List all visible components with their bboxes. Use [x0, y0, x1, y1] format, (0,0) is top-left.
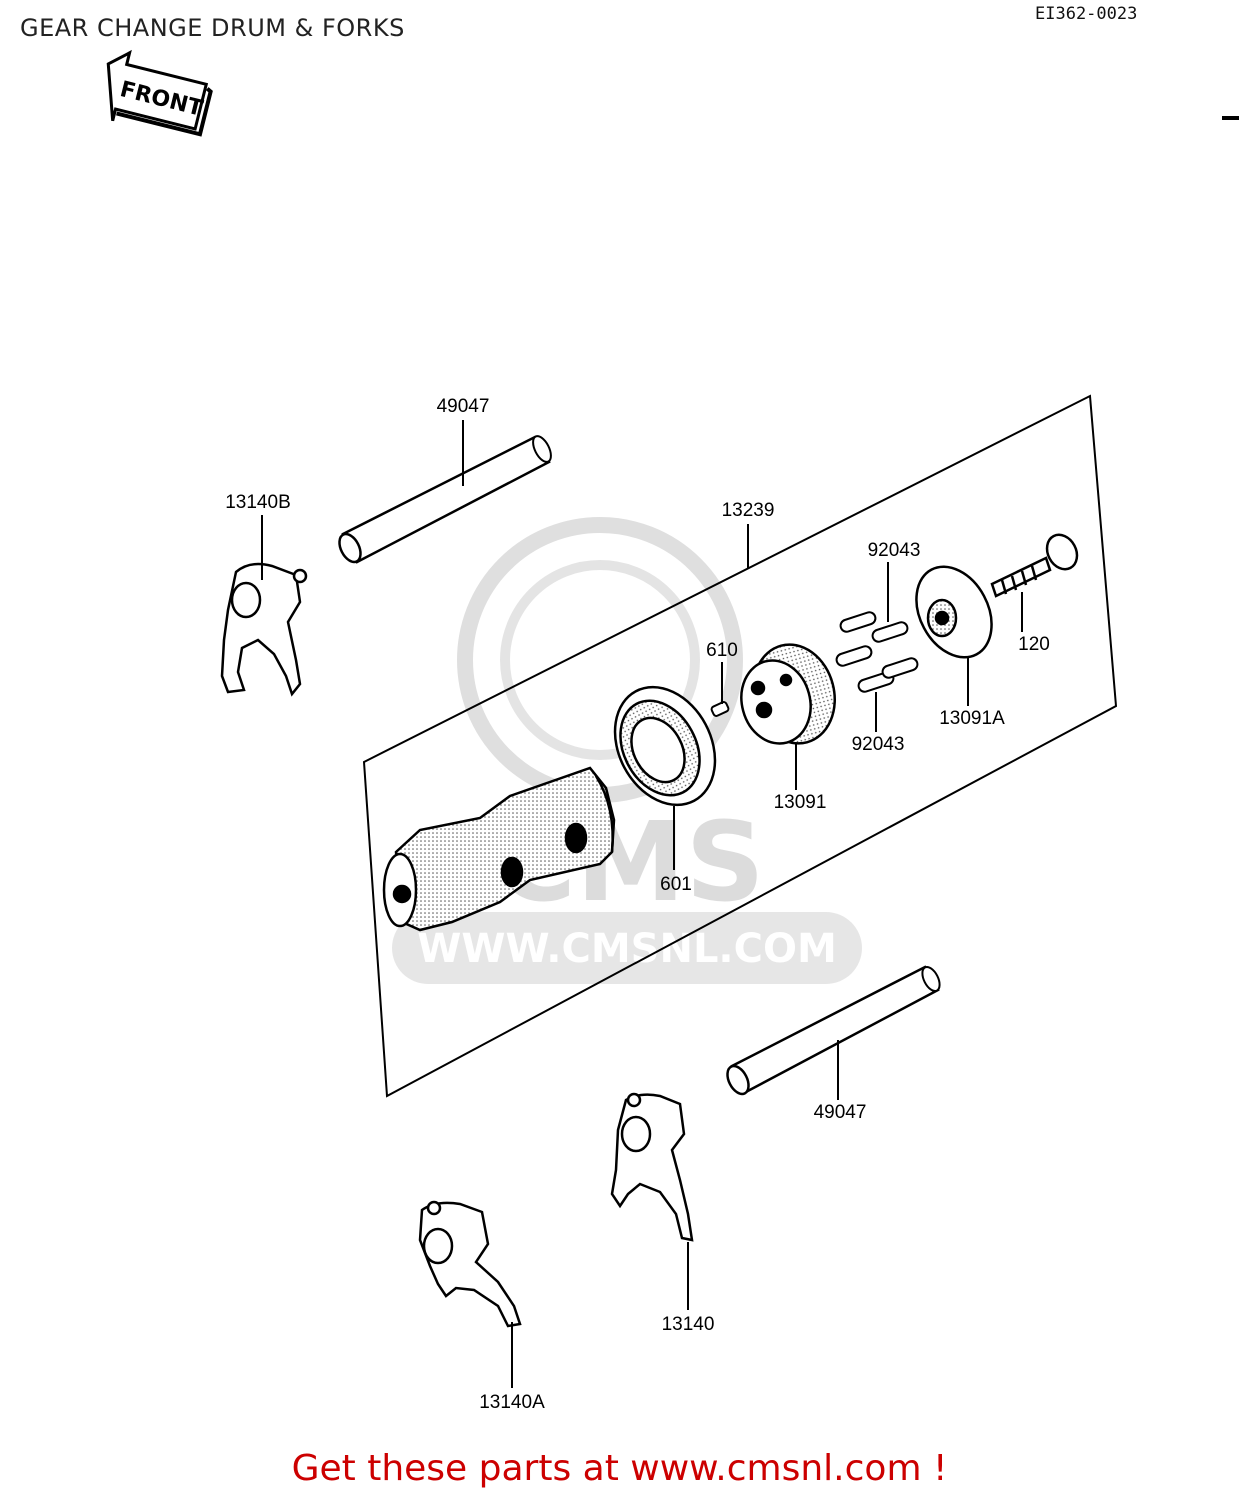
- cam-plate-13091a: [915, 565, 993, 659]
- label-13239: 13239: [722, 500, 775, 521]
- assembly-frame: [362, 394, 1118, 1098]
- shaft-49047-top: [338, 435, 552, 564]
- fork-13140b: [220, 562, 308, 697]
- fork-13140: [610, 1092, 694, 1242]
- label-92043-bottom: 92043: [852, 734, 905, 755]
- watermark: CMS WWW.CMSNL.COM: [392, 517, 862, 984]
- label-49047-top: 49047: [437, 396, 490, 417]
- footer-link[interactable]: Get these parts at www.cmsnl.com !: [291, 1448, 948, 1489]
- label-49047-bottom: 49047: [814, 1102, 867, 1123]
- pins-92043: [835, 611, 919, 693]
- label-13140: 13140: [662, 1314, 715, 1335]
- holder-13091: [740, 643, 836, 745]
- reference-code: EI362-0023: [1035, 4, 1138, 24]
- shaft-49047-bottom: [726, 965, 941, 1096]
- label-13140a: 13140A: [479, 1392, 545, 1413]
- bearing-601: [613, 685, 717, 807]
- page-title: GEAR CHANGE DRUM & FORKS: [20, 14, 405, 42]
- label-610: 610: [706, 640, 738, 661]
- leader-lines: [261, 420, 1023, 1388]
- watermark-url: WWW.CMSNL.COM: [417, 926, 837, 972]
- fork-13140a: [418, 1200, 522, 1328]
- label-13140b: 13140B: [225, 492, 291, 513]
- label-13091a: 13091A: [939, 708, 1005, 729]
- front-arrow: FRONT: [106, 49, 213, 137]
- shift-drum: [382, 766, 616, 932]
- label-120: 120: [1018, 634, 1050, 655]
- label-92043-top: 92043: [868, 540, 921, 561]
- bolt-120: [990, 533, 1079, 598]
- pin-610: [710, 701, 730, 717]
- label-601: 601: [660, 874, 692, 895]
- label-13091: 13091: [774, 792, 827, 813]
